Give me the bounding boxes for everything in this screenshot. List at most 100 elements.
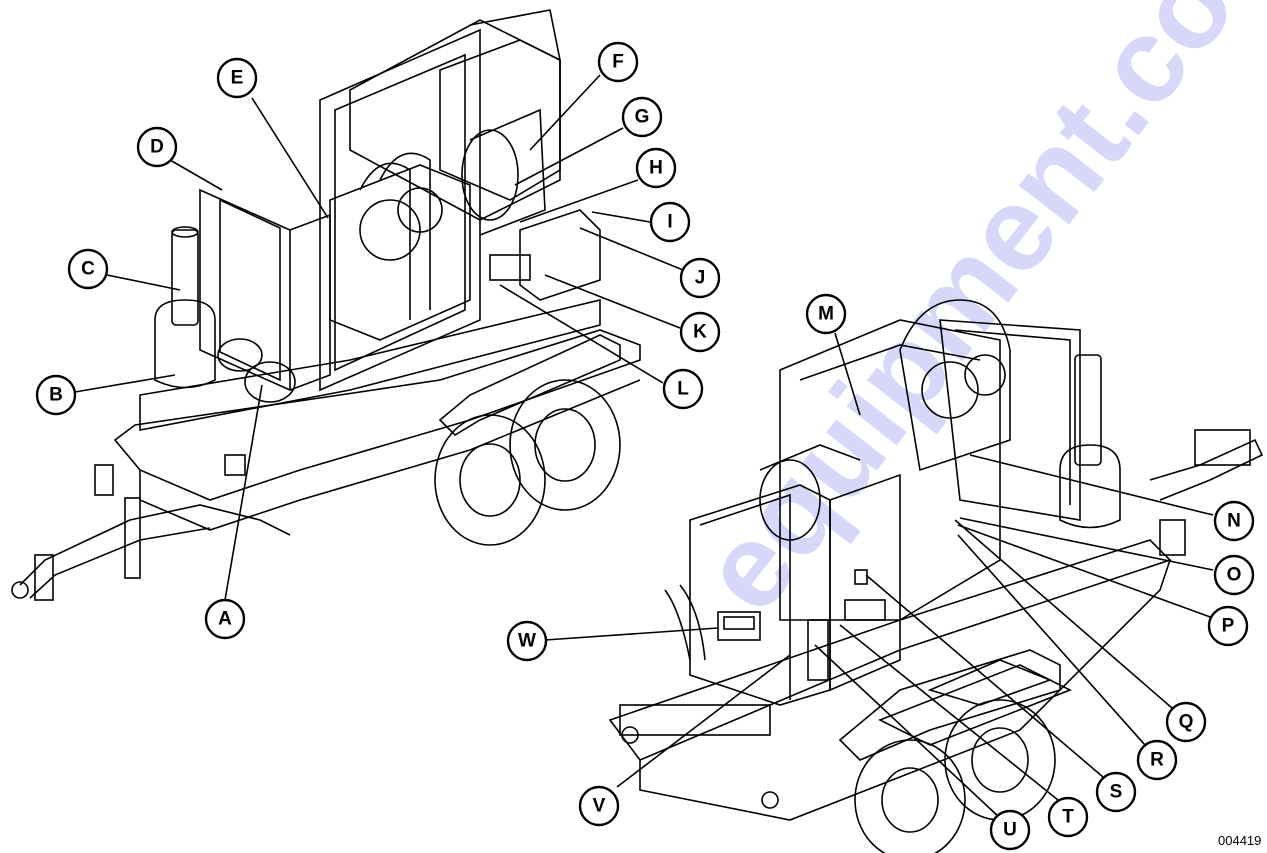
left-chassis <box>113 329 641 501</box>
right-radiator <box>939 319 1081 521</box>
callout-I: I <box>649 201 691 243</box>
right-control-panel <box>717 611 761 641</box>
callout-S: S <box>1095 771 1137 813</box>
callout-P-label: P <box>1222 616 1235 637</box>
left-hitch-ring <box>11 581 29 599</box>
leader-V <box>616 654 791 788</box>
callout-B-label: B <box>49 385 63 406</box>
right-tongue <box>1149 438 1264 501</box>
callout-E: E <box>216 57 258 99</box>
callout-A-label: A <box>218 609 232 630</box>
callout-Q-label: Q <box>1179 712 1194 733</box>
right-alternator <box>759 459 821 541</box>
callout-O-label: O <box>1227 565 1242 586</box>
leader-J <box>579 227 684 271</box>
callout-J-label: J <box>695 268 706 289</box>
right-engine-block <box>899 299 1011 472</box>
left-wheel-front <box>434 414 546 546</box>
callout-O: O <box>1213 554 1255 596</box>
leader-R <box>957 534 1146 746</box>
left-jack <box>34 554 54 601</box>
right-hitch <box>1194 429 1251 466</box>
left-exhaust-stack <box>171 229 199 326</box>
watermark: equipment.com <box>675 0 1267 636</box>
right-chassis <box>608 539 1172 761</box>
callout-C-label: C <box>81 259 95 280</box>
left-muffler <box>154 299 216 389</box>
callout-N: N <box>1213 500 1255 542</box>
callout-R-label: R <box>1150 750 1164 771</box>
callout-T: T <box>1047 796 1089 838</box>
callout-E-label: E <box>231 68 244 89</box>
watermark-text: equipment.com <box>675 0 1267 636</box>
leader-D <box>169 159 223 191</box>
callout-L: L <box>662 368 704 410</box>
callout-K-label: K <box>693 322 707 343</box>
callout-C: C <box>67 248 109 290</box>
callout-F: F <box>597 41 639 83</box>
left-tongue <box>19 504 291 586</box>
right-breaker-cabinet <box>829 473 901 692</box>
callout-I-label: I <box>667 212 672 233</box>
callout-S-label: S <box>1110 782 1123 803</box>
callout-J: J <box>679 257 721 299</box>
leader-I <box>591 211 651 223</box>
leader-L <box>499 284 664 384</box>
callout-B: B <box>35 374 77 416</box>
leader-B <box>74 374 176 393</box>
callout-M-label: M <box>818 304 834 325</box>
callout-W-label: W <box>518 631 536 652</box>
left-alternator <box>461 129 519 221</box>
callout-V: V <box>578 785 620 827</box>
callout-F-label: F <box>612 52 624 73</box>
callout-V-label: V <box>593 796 606 817</box>
callout-G-label: G <box>635 107 650 128</box>
leader-G <box>514 127 624 186</box>
leader-O <box>959 517 1214 571</box>
callout-D: D <box>136 126 178 168</box>
right-fender <box>838 649 1061 761</box>
leader-U <box>814 644 1001 819</box>
callout-W: W <box>506 620 548 662</box>
callout-M: M <box>805 293 847 335</box>
callout-K: K <box>679 311 721 353</box>
callout-T-label: T <box>1062 807 1074 828</box>
leader-F <box>529 74 601 151</box>
callout-A: A <box>204 598 246 640</box>
left-engine-frame <box>319 28 481 392</box>
leader-E <box>251 97 329 219</box>
callout-L-label: L <box>677 379 689 400</box>
leader-N <box>969 454 1214 516</box>
leader-Q <box>954 519 1173 709</box>
callout-N-label: N <box>1227 511 1241 532</box>
leader-P <box>957 524 1214 619</box>
callout-P: P <box>1207 605 1249 647</box>
callout-U: U <box>989 809 1031 851</box>
right-muffler <box>1059 444 1121 529</box>
leader-K <box>544 274 681 329</box>
leader-S <box>865 574 1104 778</box>
leader-M <box>834 332 861 416</box>
callout-G: G <box>621 96 663 138</box>
callout-H: H <box>635 147 677 189</box>
leader-H <box>519 179 639 223</box>
right-exhaust-stack <box>1074 354 1102 466</box>
left-trailer-illustration <box>11 9 641 601</box>
leader-A <box>224 384 263 601</box>
right-wheel-front <box>854 739 966 853</box>
callout-U-label: U <box>1003 820 1017 841</box>
callout-Q: Q <box>1165 701 1207 743</box>
left-radiator <box>199 188 291 392</box>
figure-id: 004419 <box>1218 833 1261 848</box>
leader-lines <box>74 74 1214 819</box>
leader-C <box>106 274 181 291</box>
callout-D-label: D <box>150 137 164 158</box>
left-wheel-rear <box>509 379 621 511</box>
callout-R: R <box>1136 739 1178 781</box>
left-generator-housing <box>349 19 561 221</box>
leader-W <box>544 627 719 641</box>
left-fender <box>438 334 621 437</box>
left-air-cleaner <box>244 361 296 403</box>
left-engine-block <box>329 164 471 341</box>
